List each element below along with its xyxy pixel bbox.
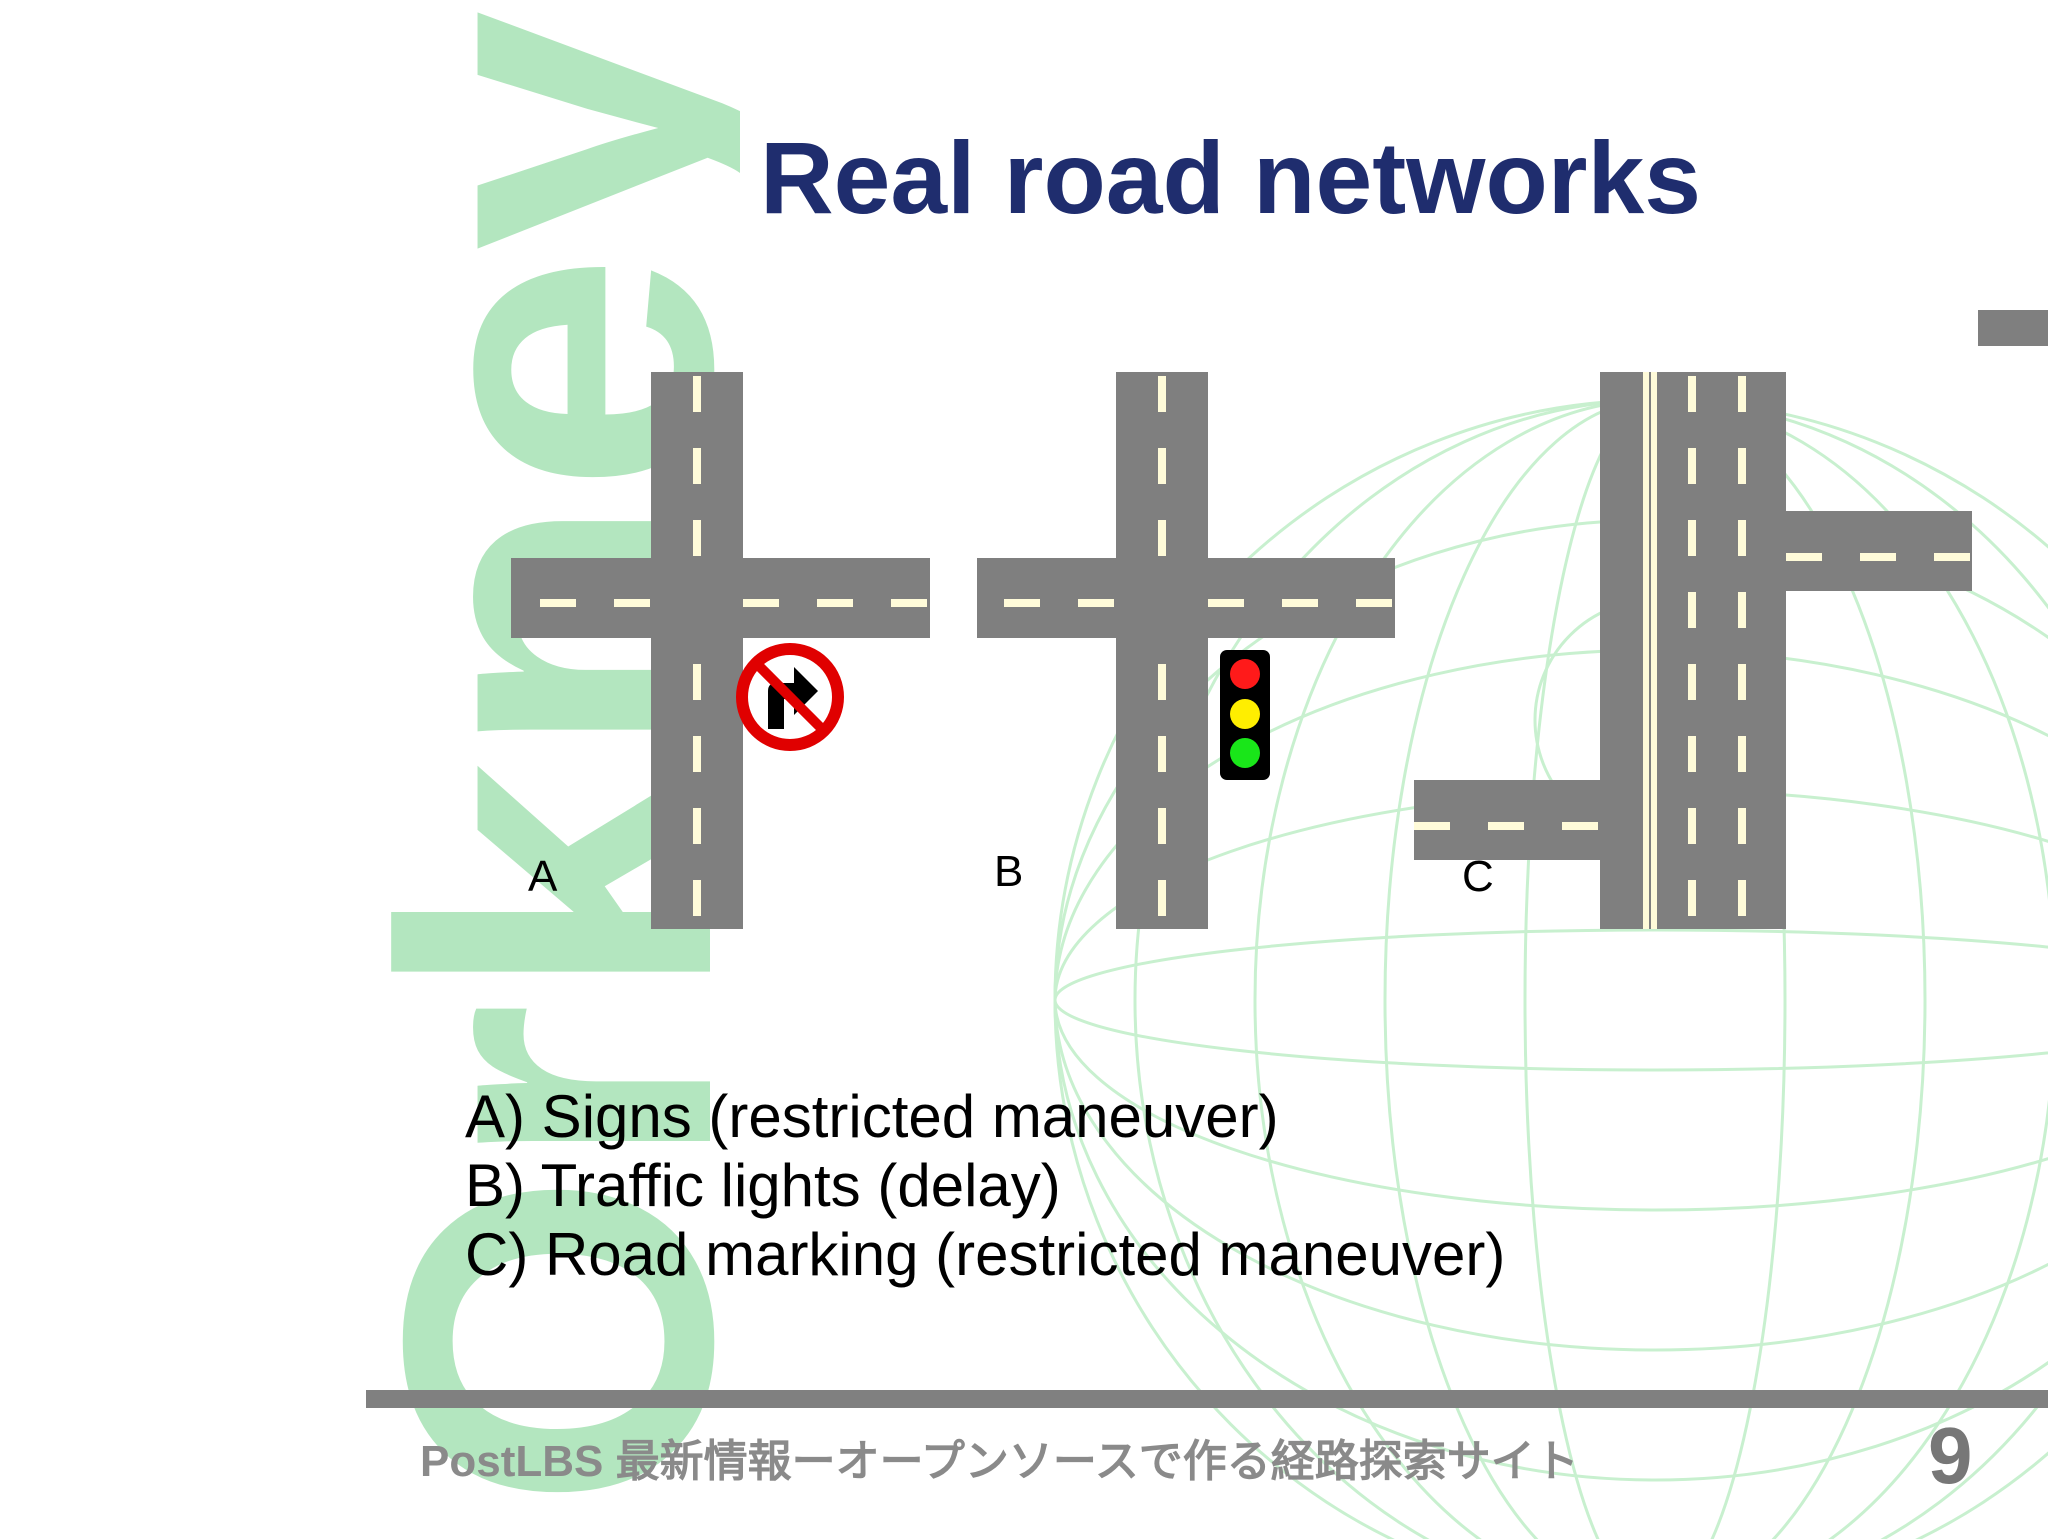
intersection-b: [977, 372, 1395, 929]
page-number: 9: [1928, 1411, 1973, 1500]
label-b: B: [994, 847, 1024, 896]
no-right-turn-icon: [736, 643, 844, 751]
caption-c: C) Road marking (restricted maneuver): [465, 1221, 1506, 1288]
intersection-a: [511, 372, 930, 929]
caption-b: B) Traffic lights (delay): [465, 1152, 1061, 1219]
caption-a: A) Signs (restricted maneuver): [465, 1083, 1279, 1150]
intersection-c: [1414, 372, 1972, 929]
slide-title: Real road networks: [760, 121, 1701, 235]
caption-list: A) Signs (restricted maneuver) B) Traffi…: [465, 1082, 1505, 1289]
footer-text: PostLBS 最新情報ーオープンソースで作る経路探索サイト: [420, 1437, 1579, 1486]
label-a: A: [528, 852, 558, 901]
traffic-light-icon: [1220, 650, 1270, 780]
label-c: C: [1462, 852, 1494, 901]
footer-bar: [366, 1390, 2048, 1408]
edge-tab: [1978, 310, 2048, 346]
